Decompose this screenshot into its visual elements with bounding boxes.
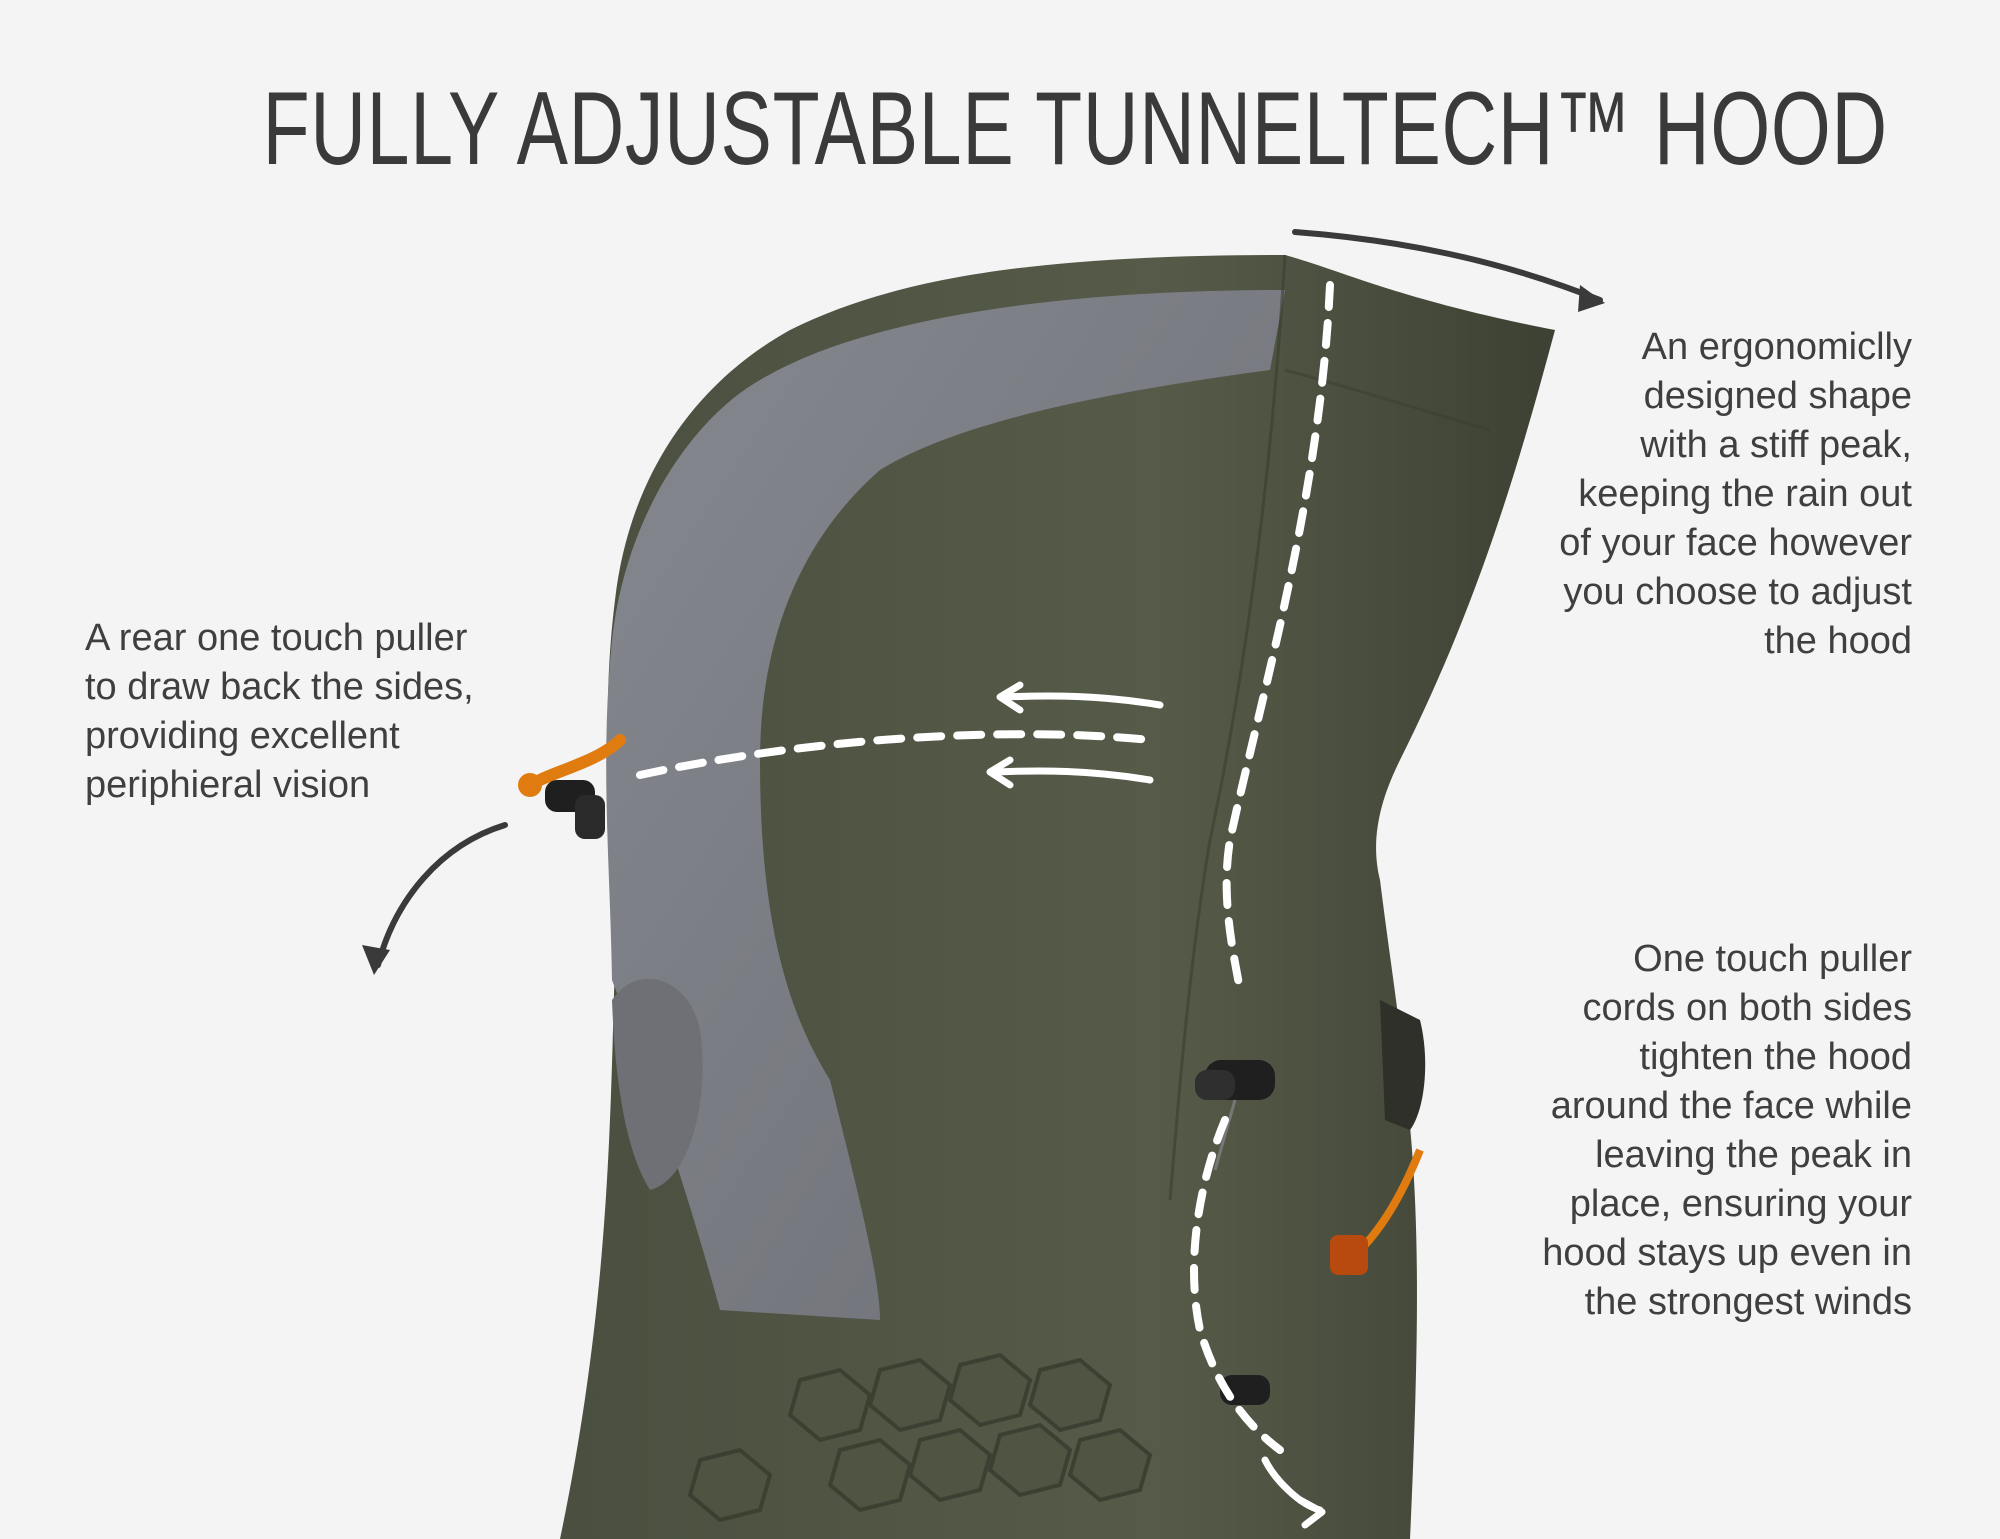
callout-line: with a stiff peak, xyxy=(1640,424,1912,466)
callout-line: designed shape xyxy=(1643,375,1912,417)
callout-line: you choose to adjust xyxy=(1563,571,1912,613)
callout-stiff-peak: An ergonomiclly designed shape with a st… xyxy=(1559,323,1912,666)
callout-line: hood stays up even in xyxy=(1542,1232,1912,1274)
dashed-guide-rear xyxy=(636,730,1154,779)
hood-face-opening xyxy=(612,978,703,1190)
callout-line: A rear one touch puller xyxy=(85,617,468,659)
callout-line: the hood xyxy=(1764,620,1912,662)
callout-line: the strongest winds xyxy=(1584,1281,1912,1323)
annotation-arrows xyxy=(362,229,1605,975)
callout-line: to draw back the sides, xyxy=(85,666,474,708)
callout-line: around the face while xyxy=(1550,1085,1912,1127)
callout-line: leaving the peak in xyxy=(1595,1134,1912,1176)
page-title: FULLY ADJUSTABLE TUNNELTECH™ HOOD xyxy=(262,71,1888,187)
callout-line: periphieral vision xyxy=(85,764,371,806)
callout-line: place, ensuring your xyxy=(1569,1183,1912,1225)
callout-line: An ergonomiclly xyxy=(1641,326,1912,368)
panel-seam xyxy=(1284,368,1491,432)
hood-grey-panel xyxy=(606,290,1285,1320)
hex-print xyxy=(687,1352,1153,1523)
callout-side-pullers: One touch puller cords on both sides tig… xyxy=(1542,935,1912,1327)
callout-line: tighten the hood xyxy=(1639,1036,1912,1078)
dashed-guide-peak xyxy=(1222,281,1334,994)
callout-line: providing excellent xyxy=(85,715,400,757)
callout-line: keeping the rain out xyxy=(1578,473,1912,515)
callout-line: cords on both sides xyxy=(1582,987,1912,1029)
collar xyxy=(1380,1000,1426,1130)
callout-line: of your face however xyxy=(1559,522,1912,564)
callout-line: One touch puller xyxy=(1633,938,1912,980)
rear-toggle xyxy=(518,734,626,839)
dashed-guide-chin xyxy=(1190,1116,1284,1454)
peak-seam xyxy=(1168,254,1287,1201)
callout-rear-puller: A rear one touch puller to draw back the… xyxy=(85,614,474,810)
pull-arrows xyxy=(986,681,1326,1529)
